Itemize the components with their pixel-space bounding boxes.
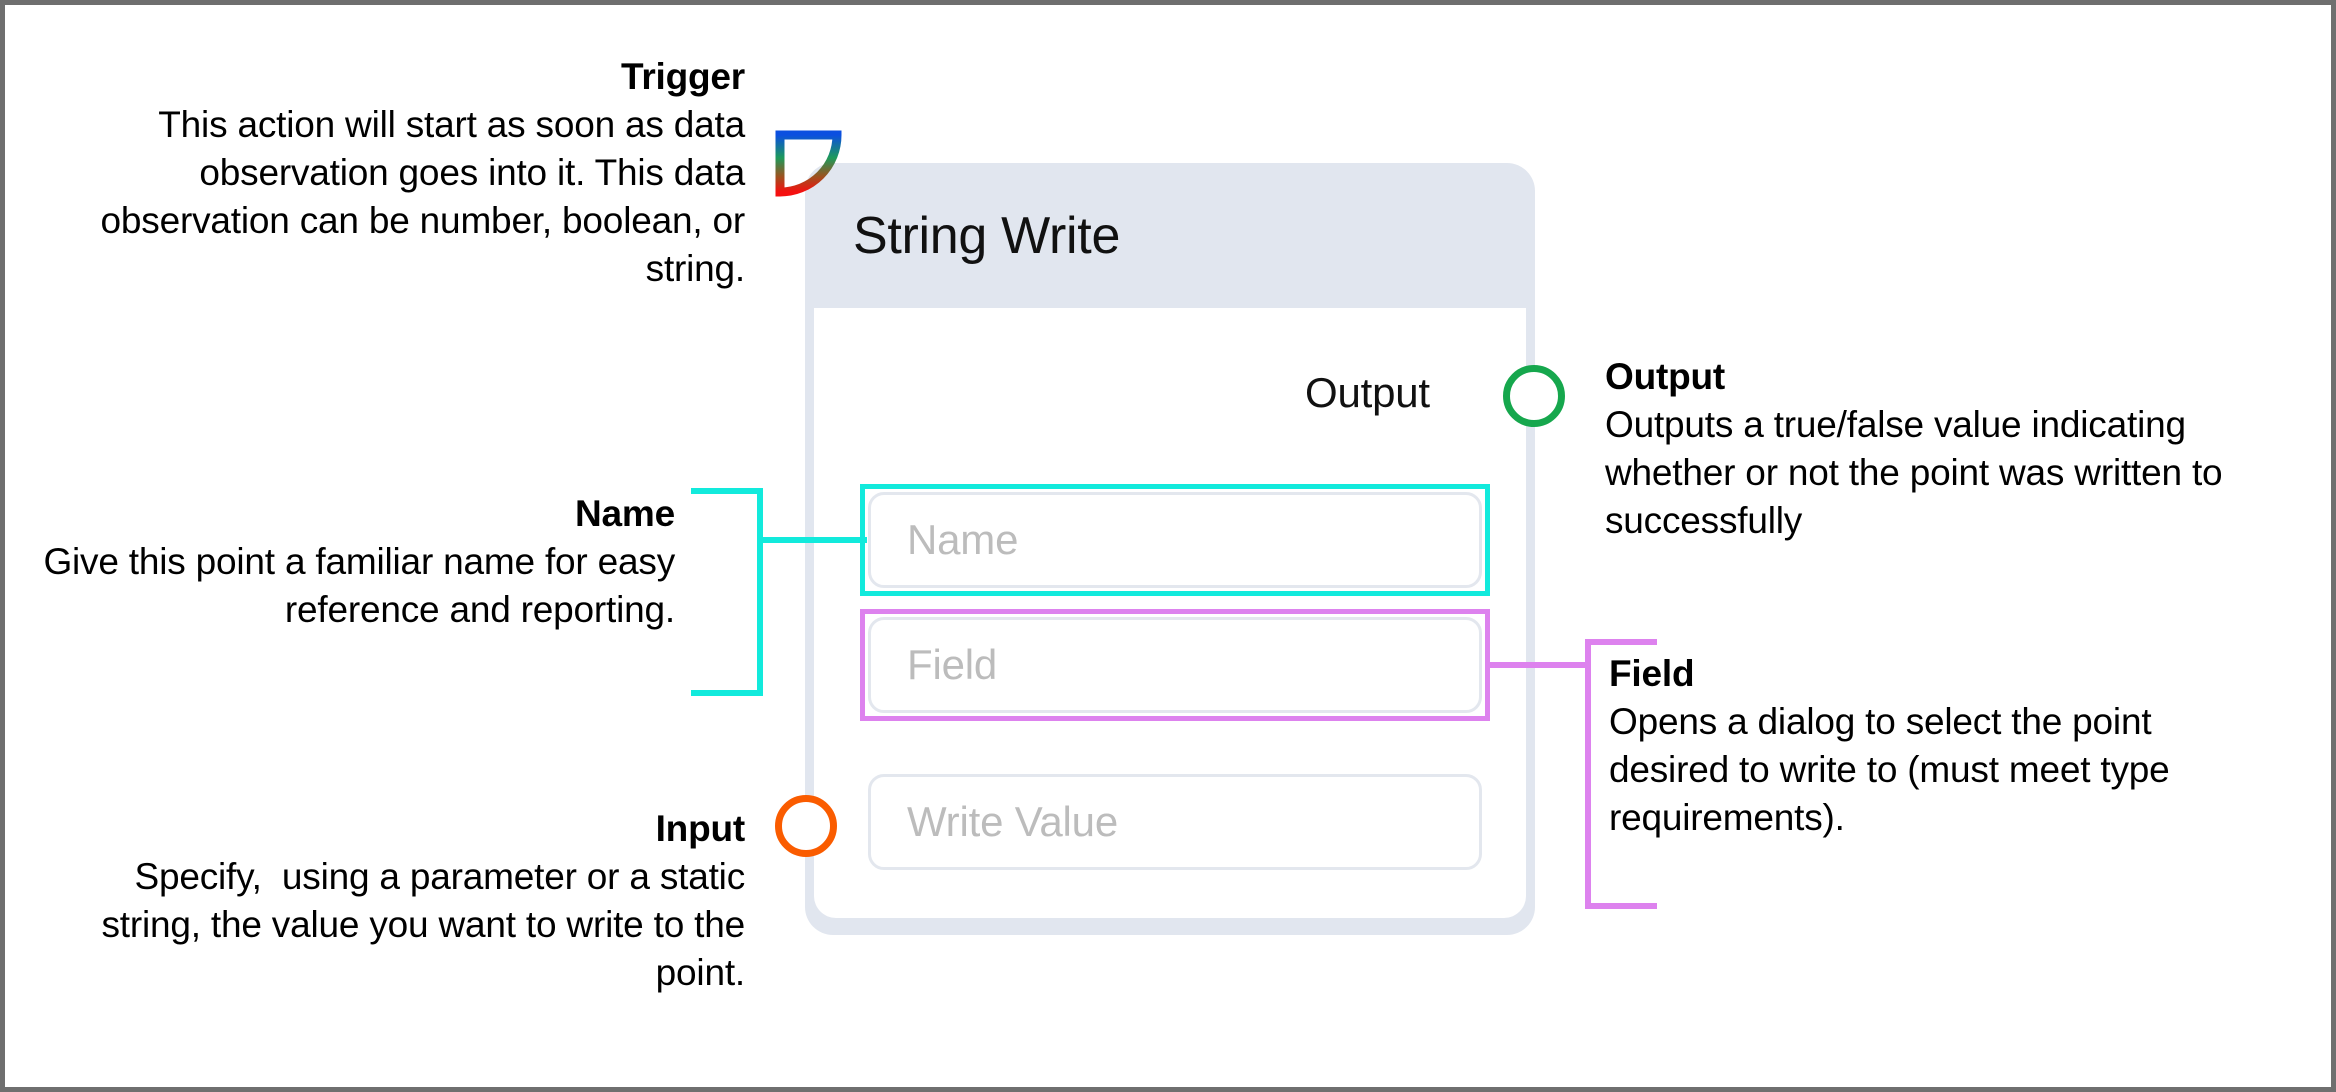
annotation-output-title: Output xyxy=(1605,356,1726,397)
field-input[interactable]: Field xyxy=(868,617,1482,713)
field-connector-stub xyxy=(1487,662,1591,668)
field-input-placeholder: Field xyxy=(907,641,998,688)
diagram-stage: Trigger This action will start as soon a… xyxy=(5,5,2331,1087)
name-connector-top-cap xyxy=(691,488,763,494)
annotation-name-body: Give this point a familiar name for easy… xyxy=(43,541,686,631)
card-header: String Write xyxy=(805,163,1535,308)
name-input[interactable]: Name xyxy=(868,492,1482,588)
output-port-circle[interactable] xyxy=(1503,365,1565,427)
name-connector-bottom-cap xyxy=(691,690,763,696)
annotation-output: Output Outputs a true/false value indica… xyxy=(1605,353,2305,545)
annotation-field: Field Opens a dialog to select the point… xyxy=(1609,650,2259,842)
card-title: String Write xyxy=(853,206,1121,265)
name-input-placeholder: Name xyxy=(907,516,1019,563)
write-value-input[interactable]: Write Value xyxy=(868,774,1482,870)
annotation-name: Name Give this point a familiar name for… xyxy=(35,490,675,634)
input-port-circle[interactable] xyxy=(775,795,837,857)
annotation-name-title: Name xyxy=(575,493,675,534)
annotation-field-body: Opens a dialog to select the point desir… xyxy=(1609,701,2180,839)
field-highlight-rect xyxy=(860,609,1490,721)
annotation-output-body: Outputs a true/false value indicating wh… xyxy=(1605,404,2233,542)
name-highlight-rect xyxy=(860,484,1490,596)
write-value-input-placeholder: Write Value xyxy=(907,798,1118,845)
annotation-input-body: Specify, using a parameter or a static s… xyxy=(101,856,756,994)
output-port-label: Output xyxy=(1305,369,1430,416)
field-connector-vertical xyxy=(1585,639,1591,909)
annotation-trigger-title: Trigger xyxy=(620,56,745,97)
trigger-quarter-circle-icon[interactable] xyxy=(775,130,867,222)
field-connector-top-cap xyxy=(1585,639,1657,645)
field-connector-bottom-cap xyxy=(1585,903,1657,909)
annotation-trigger-body: This action will start as soon as data o… xyxy=(100,104,756,290)
name-connector-vertical xyxy=(757,488,763,696)
annotation-input-title: Input xyxy=(655,808,746,849)
annotation-field-title: Field xyxy=(1609,653,1695,694)
annotation-input: Input Specify, using a parameter or a st… xyxy=(45,805,745,997)
annotation-trigger: Trigger This action will start as soon a… xyxy=(65,53,756,293)
name-connector-stub xyxy=(757,537,867,543)
